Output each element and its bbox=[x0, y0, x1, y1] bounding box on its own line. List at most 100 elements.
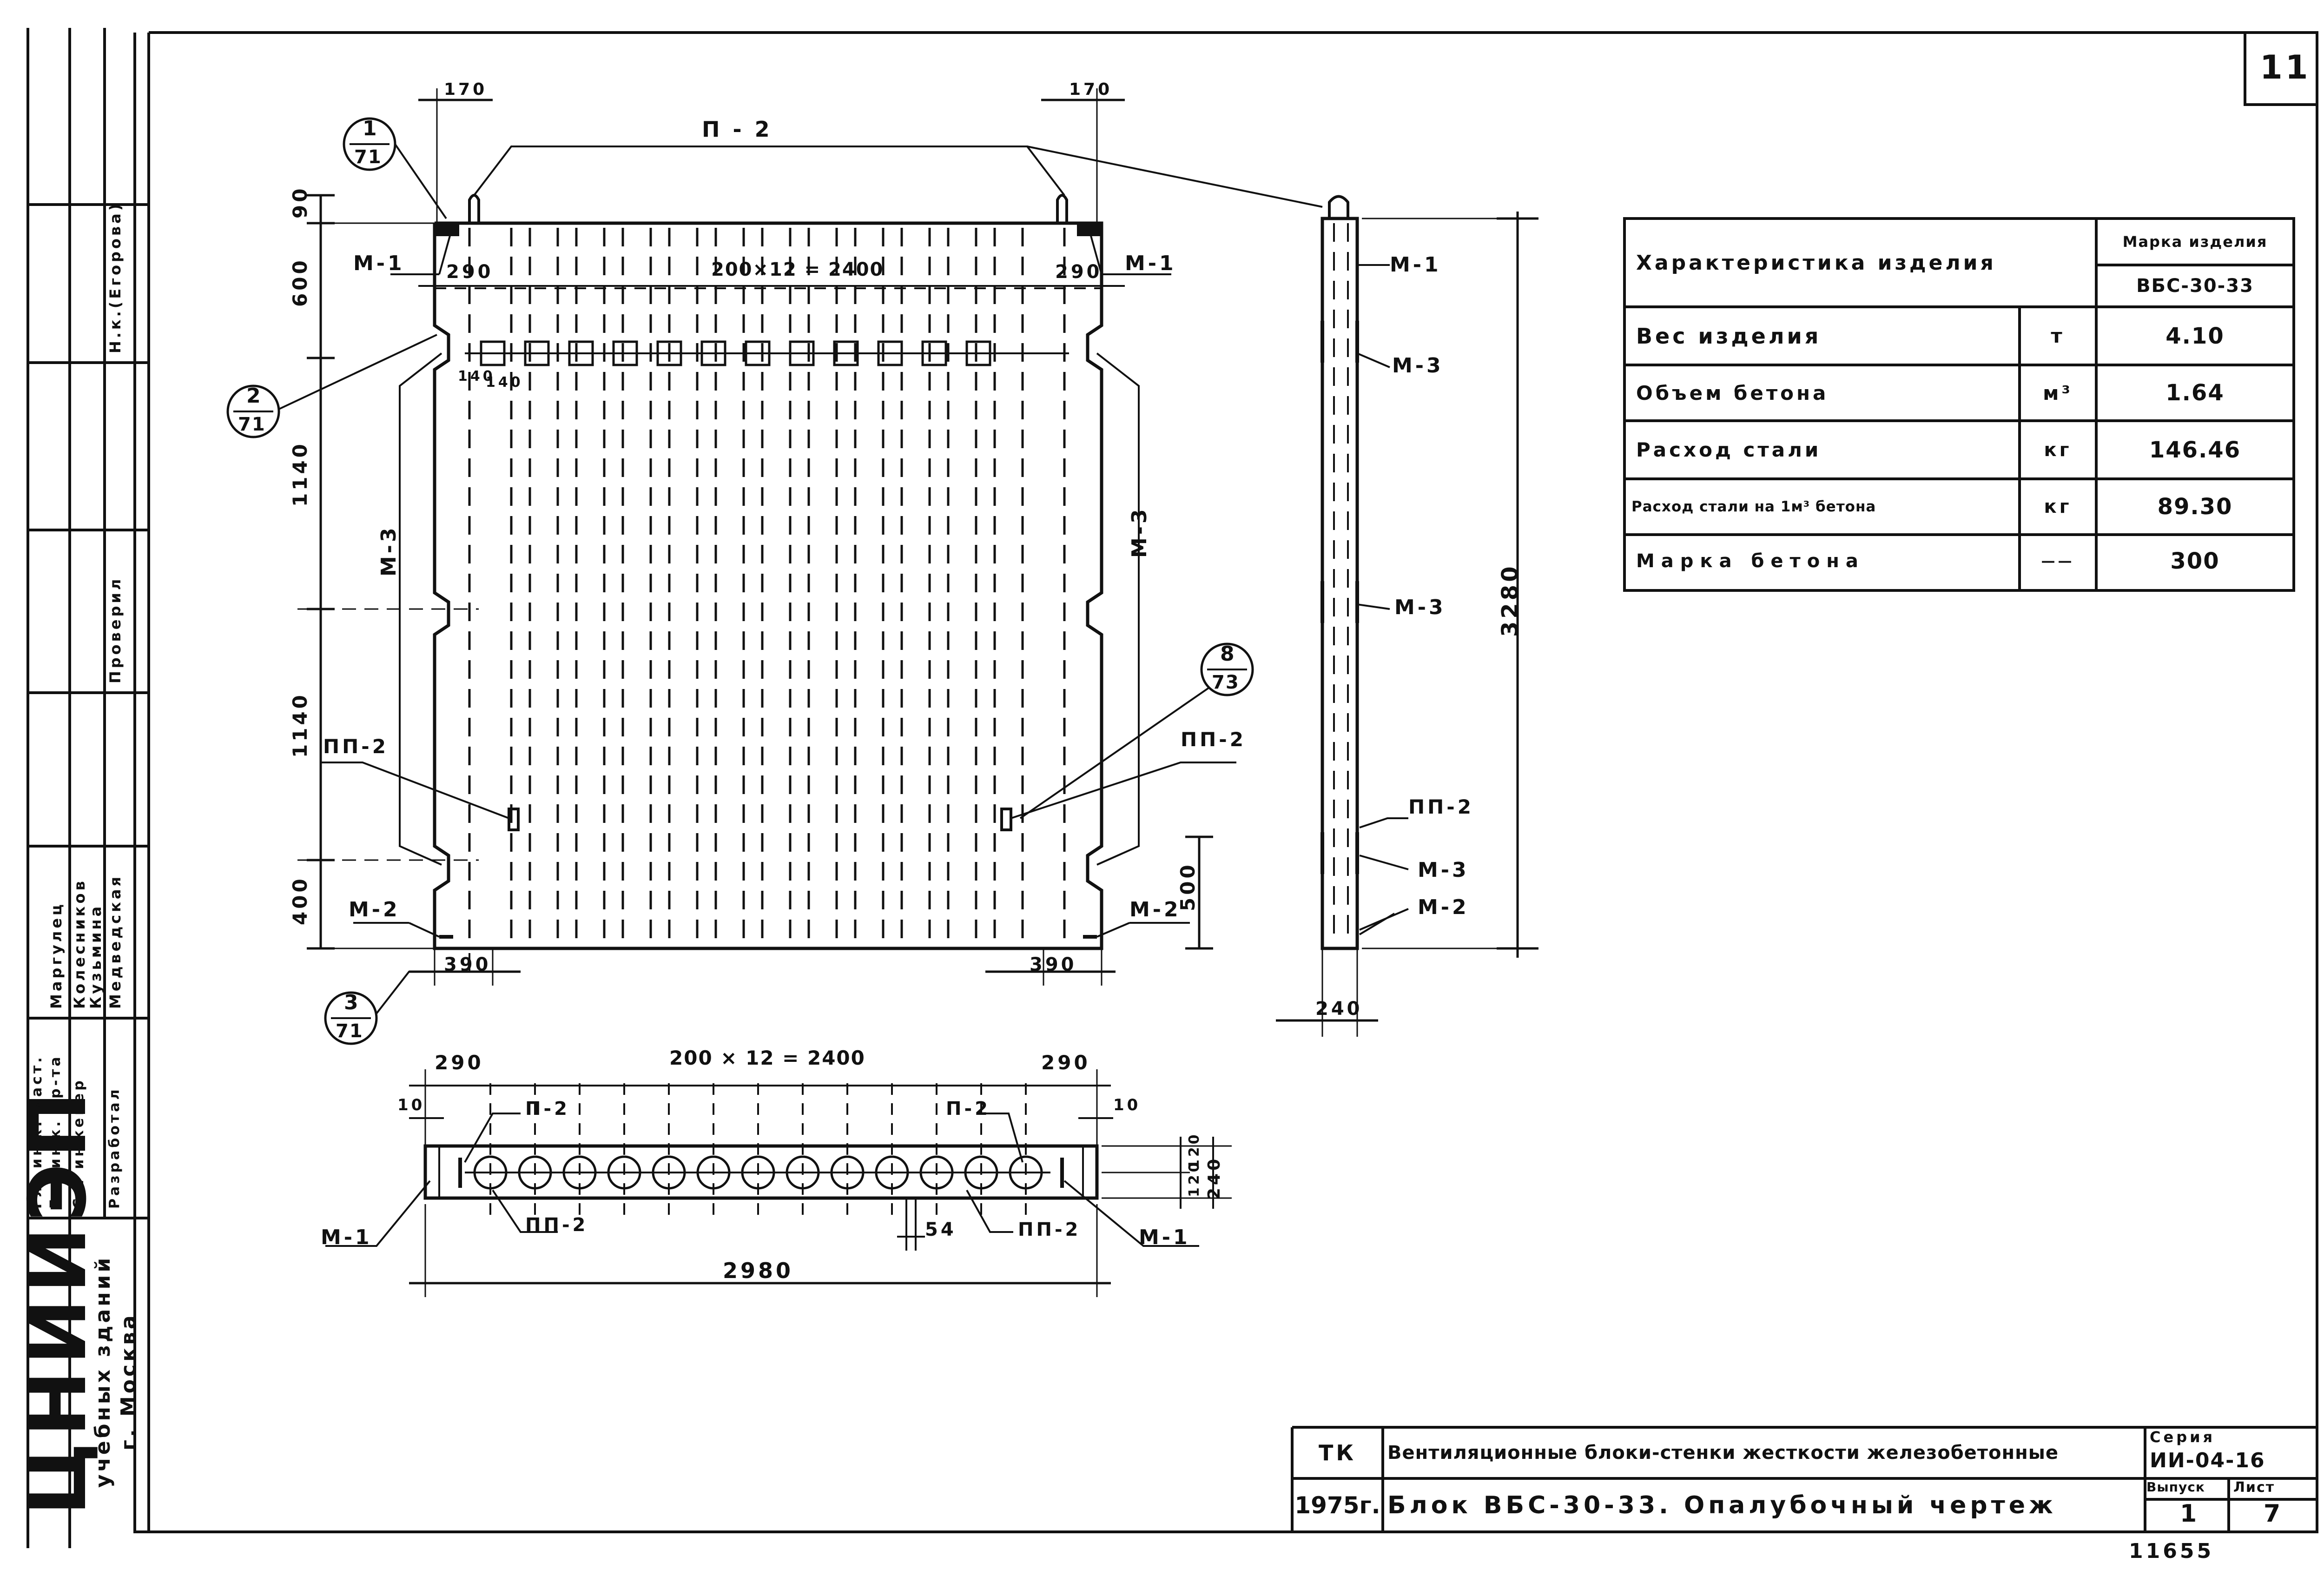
issue-value: 1 bbox=[2180, 1500, 2200, 1528]
role-label: Разработал bbox=[106, 1086, 123, 1209]
plan-dim-240: 240 bbox=[1205, 1156, 1224, 1199]
signer-name: Колесников bbox=[71, 878, 88, 1009]
dim-90: 90 bbox=[289, 185, 311, 219]
spec-row-label: Расход стали на 1м³ бетона bbox=[1631, 498, 1876, 515]
plan-dim-290-left: 290 bbox=[435, 1051, 484, 1074]
plan-dim-290-right: 290 bbox=[1041, 1051, 1090, 1074]
spec-row-value: 1.64 bbox=[2166, 380, 2225, 406]
plan-dim-10-left: 10 bbox=[397, 1096, 425, 1114]
plan-dim-120-b: 120 bbox=[1186, 1132, 1202, 1169]
plan-p2-left-label: П-2 bbox=[525, 1098, 570, 1120]
dim-500: 500 bbox=[1176, 862, 1199, 911]
signer-name: Медведская bbox=[106, 874, 124, 1009]
spec-table-grid bbox=[1623, 217, 2295, 592]
spec-row-unit: м³ bbox=[2043, 381, 2073, 404]
side-m1-label: М-1 bbox=[1390, 253, 1441, 277]
plan-m1-right-label: М-1 bbox=[1139, 1226, 1190, 1249]
sheet-label: Лист bbox=[2233, 1479, 2275, 1496]
spec-row-unit: т bbox=[2051, 325, 2065, 347]
spec-row-label: Марка бетона bbox=[1636, 550, 1865, 572]
signer-name: Кузьмина bbox=[87, 903, 105, 1009]
plan-outline bbox=[423, 1144, 1099, 1200]
side-width-dim: 240 bbox=[1315, 998, 1363, 1020]
spec-row-value: 146.46 bbox=[2149, 437, 2241, 463]
dim-1140-upper: 1140 bbox=[289, 441, 311, 507]
plan-dim-span: 200 × 12 = 2400 bbox=[669, 1047, 865, 1069]
spec-row-value: 4.10 bbox=[2166, 323, 2225, 349]
plan-dim-10-right: 10 bbox=[1113, 1096, 1141, 1114]
pp2-right-label: ПП-2 bbox=[1181, 728, 1246, 751]
callout-3-bottom: 71 bbox=[336, 1020, 363, 1042]
signer-name: Маргулец bbox=[47, 901, 65, 1009]
plan-total-length: 2980 bbox=[723, 1258, 794, 1283]
dim-span: 200×12 = 2400 bbox=[711, 259, 884, 280]
side-m3-b-label: М-3 bbox=[1394, 596, 1446, 619]
plan-pp2-left-label: ПП-2 bbox=[525, 1214, 588, 1236]
pp2-left-label: ПП-2 bbox=[323, 735, 389, 758]
dim-390-left: 390 bbox=[444, 954, 491, 975]
side-m2-label: М-2 bbox=[1418, 895, 1469, 919]
issue-label: Выпуск bbox=[2146, 1479, 2205, 1495]
side-view-outline bbox=[1320, 217, 1359, 950]
m2-right-label: М-2 bbox=[1129, 898, 1181, 921]
title-code: ТК bbox=[1319, 1440, 1356, 1465]
spec-row-value: 300 bbox=[2170, 548, 2220, 574]
plan-dim-54: 54 bbox=[925, 1219, 957, 1240]
m1-left-label: М-1 bbox=[353, 252, 405, 275]
dim-140-a: 140 bbox=[458, 368, 495, 384]
dim-140-b: 140 bbox=[486, 374, 523, 391]
m1-right-label: М-1 bbox=[1125, 252, 1176, 275]
callout-1-bottom: 71 bbox=[354, 146, 382, 168]
spec-header-left: Характеристика изделия bbox=[1636, 251, 1996, 275]
dim-1140-lower: 1140 bbox=[289, 692, 311, 758]
role-label: Ст. инженер bbox=[71, 1078, 87, 1209]
callout-8-top: 8 bbox=[1220, 642, 1237, 666]
norm-control-label: Н.к.(Егорова) bbox=[106, 201, 124, 353]
plan-m1-left-label: М-1 bbox=[321, 1226, 372, 1249]
footer-number: 11655 bbox=[2129, 1539, 2214, 1563]
title-block-grid bbox=[1291, 1426, 2317, 1532]
spec-row-unit: —— bbox=[2041, 553, 2075, 570]
side-pp2-label: ПП-2 bbox=[1408, 795, 1474, 818]
organization-subtitle-1: учебных зданий bbox=[91, 1255, 115, 1488]
sheet-frame bbox=[133, 31, 2318, 1533]
dim-290-right: 290 bbox=[1055, 261, 1103, 283]
role-label: Гл. инж. маст. bbox=[29, 1054, 45, 1209]
spec-row-label: Расход стали bbox=[1636, 438, 1822, 461]
m3-right-label: М-3 bbox=[1128, 506, 1151, 558]
organization-subtitle-2: г. Москва bbox=[117, 1312, 140, 1451]
callout-1-top: 1 bbox=[363, 117, 380, 140]
series-label: Серия bbox=[2150, 1428, 2216, 1446]
m3-left-label: М-3 bbox=[377, 525, 401, 576]
side-m3-c-label: М-3 bbox=[1418, 858, 1469, 882]
dim-290-left: 290 bbox=[446, 261, 494, 283]
callout-2-top: 2 bbox=[246, 384, 264, 408]
sheet-value: 7 bbox=[2264, 1500, 2284, 1528]
title-subtitle: Блок ВБС-30-33. Опалубочный чертеж bbox=[1387, 1491, 2057, 1519]
dim-600: 600 bbox=[289, 258, 311, 307]
spec-row-unit: кг bbox=[2044, 439, 2072, 461]
m2-left-label: М-2 bbox=[349, 898, 400, 921]
front-outline bbox=[433, 221, 1103, 950]
spec-row-unit: кг bbox=[2044, 496, 2072, 517]
plan-pp2-right-label: ПП-2 bbox=[1018, 1219, 1081, 1240]
checker-label: Проверил bbox=[106, 576, 124, 683]
p2-label: П - 2 bbox=[702, 117, 772, 142]
dim-170-left: 170 bbox=[444, 80, 488, 99]
spec-header-right: Марка изделия bbox=[2122, 233, 2268, 251]
callout-3-top: 3 bbox=[344, 991, 361, 1014]
spec-row-label: Объем бетона bbox=[1636, 381, 1829, 404]
title-main: Вентиляционные блоки-стенки жесткости же… bbox=[1387, 1442, 2059, 1464]
callout-8-bottom: 73 bbox=[1212, 672, 1240, 693]
spec-product-mark: ВБС-30-33 bbox=[2136, 275, 2254, 297]
role-label: Гл. инж. пр-та bbox=[47, 1054, 64, 1209]
callout-2-bottom: 71 bbox=[238, 414, 266, 435]
title-year: 1975г. bbox=[1294, 1491, 1380, 1519]
plan-p2-right-label: П-2 bbox=[946, 1098, 990, 1120]
dim-170-right: 170 bbox=[1069, 80, 1113, 99]
dim-400: 400 bbox=[289, 876, 311, 925]
side-m3-a-label: М-3 bbox=[1392, 354, 1444, 378]
series-value: ИИ-04-16 bbox=[2150, 1449, 2265, 1472]
